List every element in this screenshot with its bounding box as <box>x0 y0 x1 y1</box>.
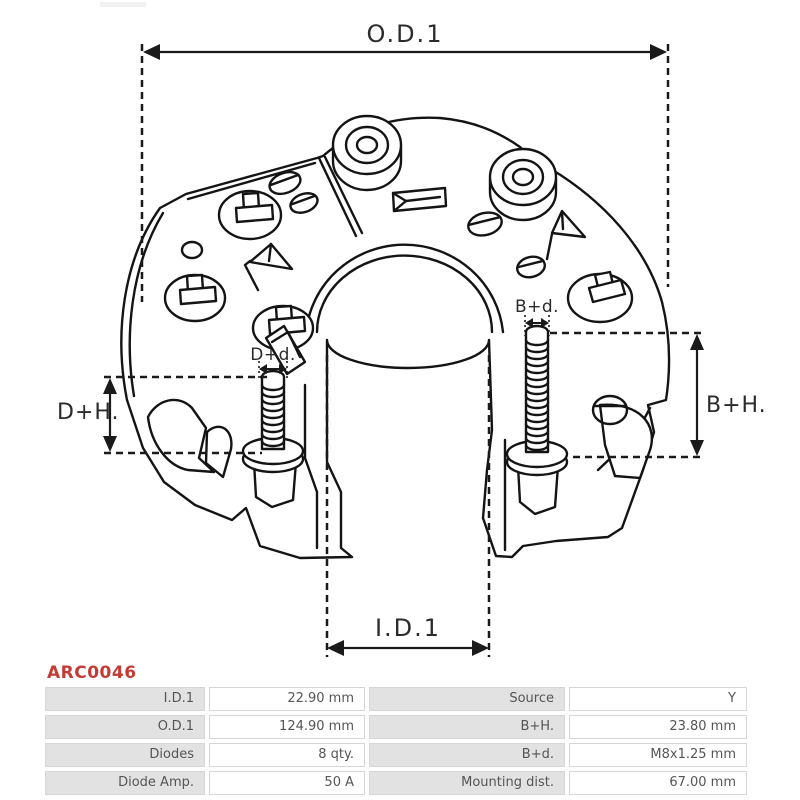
dh-label: D+H. <box>57 400 120 425</box>
oval-vent-4 <box>516 255 546 279</box>
table-cell-label: Diode Amp. <box>45 771 205 795</box>
rectifier-outline-group <box>120 114 671 560</box>
table-cell-value: M8x1.25 mm <box>569 743 747 767</box>
dplus-stud <box>241 369 305 509</box>
table-cell-label: B+H. <box>369 715 565 739</box>
table-cell-label: Source <box>369 687 565 711</box>
bh-label: B+H. <box>706 393 767 418</box>
table-cell-label: Diodes <box>45 743 205 767</box>
collar-outer-arc <box>304 243 505 334</box>
diode-mount-2 <box>163 273 227 323</box>
dd-label: D+d. <box>250 345 296 365</box>
bplus-stud <box>505 324 569 516</box>
oval-vent-1 <box>268 170 302 196</box>
rectifier-diagram: O.D.1 I.D.1 D+H. B+H. D+d. B+d. <box>57 20 767 657</box>
id1-label: I.D.1 <box>375 614 441 642</box>
plate-seam-line-1 <box>317 156 358 238</box>
rotation-arrow-right <box>545 209 587 261</box>
table-cell-label: Mounting dist. <box>369 771 565 795</box>
oval-vent-2 <box>289 192 319 214</box>
terminal-slot <box>391 186 448 213</box>
collar-inner-arc <box>315 254 494 334</box>
plate-silhouette <box>120 116 671 560</box>
watermark-remnant <box>100 2 146 7</box>
diode-mount-1 <box>217 189 283 241</box>
part-number: ARC0046 <box>47 663 137 683</box>
plate-seam-line-2 <box>323 155 364 235</box>
table-cell-label: I.D.1 <box>45 687 205 711</box>
diode-mount-4 <box>566 270 634 324</box>
table-cell-label: O.D.1 <box>45 715 205 739</box>
small-hole <box>180 240 204 260</box>
od1-label: O.D.1 <box>367 20 444 48</box>
table-cell-label: B+d. <box>369 743 565 767</box>
plate-thickness-line-left <box>128 211 165 398</box>
table-cell-value: 8 qty. <box>209 743 365 767</box>
table-cell-value: 124.90 mm <box>209 715 365 739</box>
oval-vent-3 <box>467 211 503 237</box>
rivet-b <box>488 147 558 222</box>
left-leg-detail <box>303 383 319 550</box>
rotation-arrow-left <box>243 242 294 292</box>
rivet-a <box>331 114 403 192</box>
rectifier-drawing-svg: O.D.1 I.D.1 D+H. B+H. D+d. B+d. <box>57 20 767 657</box>
plate-top-edge-inner-line <box>186 161 317 201</box>
bd-label: B+d. <box>515 297 559 317</box>
spec-table: I.D.1 22.90 mm Source Y O.D.1 124.90 mm … <box>45 687 751 795</box>
dimension-arrowheads <box>103 44 704 656</box>
slot-lower-left <box>264 324 307 376</box>
table-cell-value: 67.00 mm <box>569 771 747 795</box>
oval-vent-5 <box>591 394 629 426</box>
table-cell-value: 22.90 mm <box>209 687 365 711</box>
table-cell-value: 23.80 mm <box>569 715 747 739</box>
table-cell-value: 50 A <box>209 771 365 795</box>
table-cell-value: Y <box>569 687 747 711</box>
